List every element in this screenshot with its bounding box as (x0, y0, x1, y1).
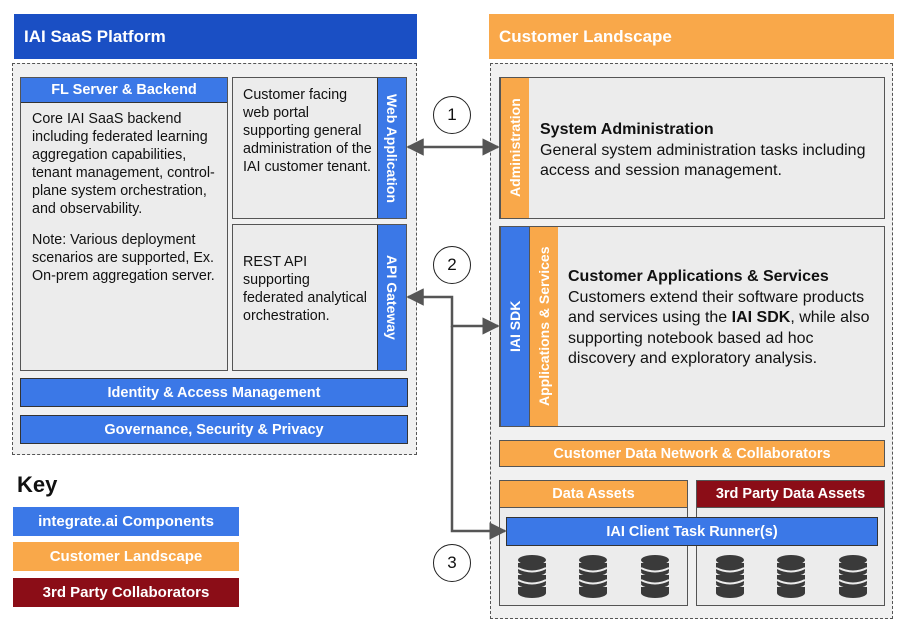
governance-bar: Governance, Security & Privacy (20, 415, 408, 444)
key-item-third-party: 3rd Party Collaborators (13, 578, 239, 607)
key-item-integrate: integrate.ai Components (13, 507, 239, 536)
apps-desc-part2: , while also supporting notebook based a… (568, 309, 870, 367)
web-app-label: Web Application (377, 78, 406, 218)
apps-description: Customers extend their software products… (568, 288, 878, 370)
admin-box: Administration System Administration Gen… (499, 77, 885, 219)
third-party-assets-title: 3rd Party Data Assets (697, 481, 884, 508)
fl-server-description: Core IAI SaaS backend including federate… (32, 111, 215, 217)
platform-header-label: IAI SaaS Platform (24, 26, 166, 46)
fl-server-title: FL Server & Backend (21, 78, 227, 103)
api-gateway-box: REST API supporting federated analytical… (232, 224, 407, 371)
task-runner-bar: IAI Client Task Runner(s) (506, 517, 878, 546)
apps-desc-part1: Customers extend their software products… (568, 288, 865, 327)
customer-header: Customer Landscape (489, 14, 894, 59)
key-item-customer: Customer Landscape (13, 542, 239, 571)
data-network-bar: Customer Data Network & Collaborators (499, 440, 885, 467)
customer-header-label: Customer Landscape (499, 26, 672, 46)
fl-server-box: FL Server & Backend Core IAI SaaS backen… (20, 77, 228, 371)
data-assets-title: Data Assets (500, 481, 687, 508)
iam-bar: Identity & Access Management (20, 378, 408, 407)
apps-title: Customer Applications & Services (568, 268, 829, 285)
connector-1: 1 (433, 96, 471, 134)
connector-3: 3 (433, 544, 471, 582)
admin-title: System Administration (540, 121, 714, 138)
api-gateway-label: API Gateway (377, 225, 406, 370)
arrow-2 (406, 288, 500, 335)
web-app-description: Customer facing web portal supporting ge… (243, 87, 372, 175)
fl-server-note: Note: Various deployment scenarios are s… (32, 232, 215, 284)
apps-desc-bold: IAI SDK (731, 309, 791, 326)
platform-header: IAI SaaS Platform (14, 14, 417, 59)
key-title: Key (17, 472, 58, 497)
connector-2: 2 (433, 246, 471, 284)
web-app-box: Customer facing web portal supporting ge… (232, 77, 407, 219)
admin-description: General system administration tasks incl… (540, 141, 866, 180)
arrow-3 (450, 326, 507, 540)
apps-box: IAI SDK Applications & Services Customer… (499, 226, 885, 427)
api-gateway-description: REST API supporting federated analytical… (243, 254, 367, 324)
